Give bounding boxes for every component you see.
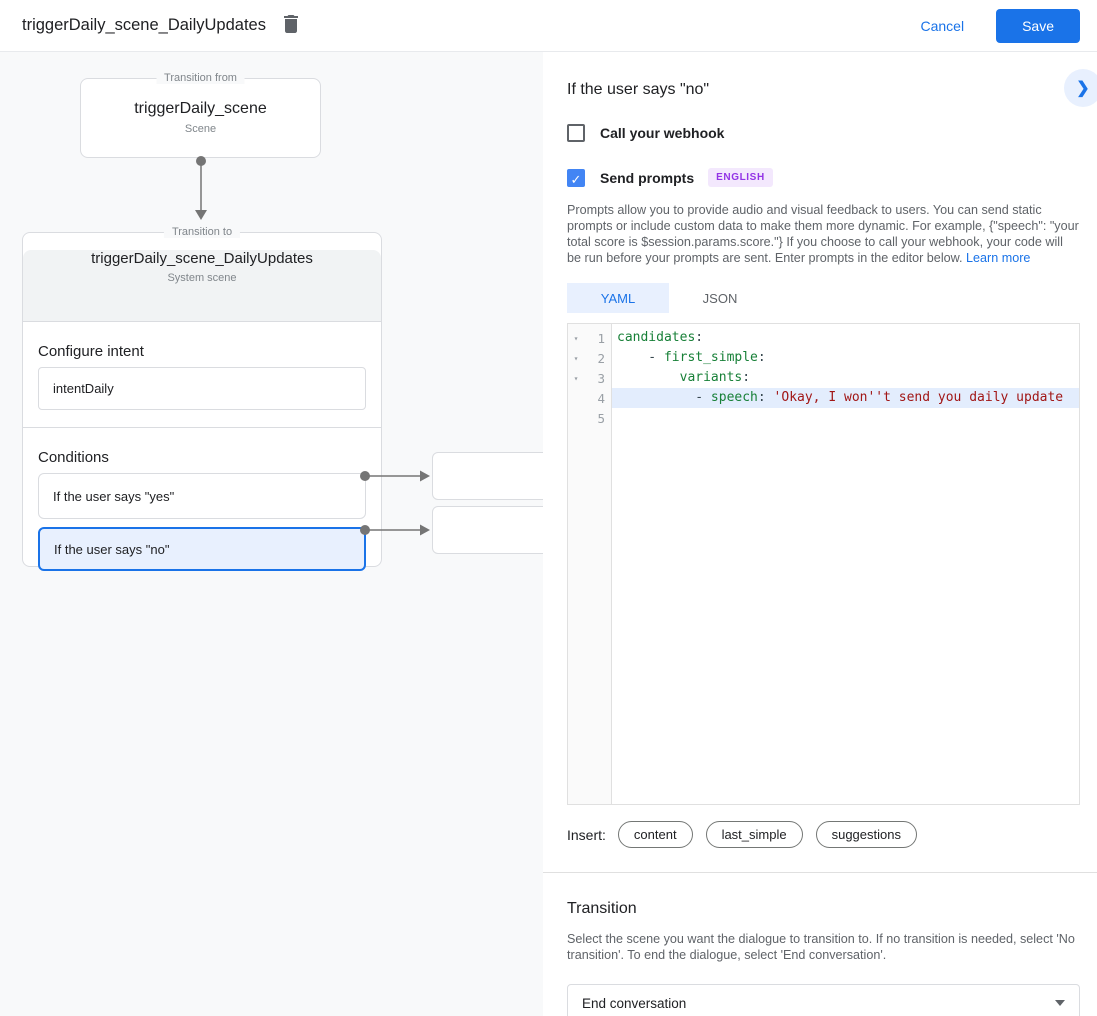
panel-title: If the user says "no"	[567, 81, 710, 98]
insert-chip-last-simple[interactable]: last_simple	[705, 821, 803, 848]
condition-target-node[interactable]	[432, 452, 543, 500]
fold-toggle-icon[interactable]: ▾	[573, 333, 579, 343]
panel-divider	[543, 872, 1097, 873]
transition-heading: Transition	[567, 900, 637, 917]
trash-icon	[283, 15, 298, 33]
code-token: variants	[679, 370, 743, 385]
code-line[interactable]: - speech: 'Okay, I won''t send you daily…	[612, 388, 1079, 408]
code-token	[617, 370, 680, 385]
insert-label: Insert:	[567, 826, 606, 843]
from-scene-subtitle: Scene	[184, 123, 217, 135]
send-prompts-label: Send prompts	[600, 169, 695, 186]
line-number: 2	[597, 350, 605, 366]
gutter-line: ▾1	[568, 328, 611, 348]
code-line[interactable]: variants:	[612, 368, 1079, 388]
transition-from-legend: Transition from	[156, 72, 245, 84]
delete-scene-button[interactable]	[282, 14, 300, 38]
prompts-description: Prompts allow you to provide audio and v…	[567, 202, 1080, 266]
insert-chip-content[interactable]: content	[617, 821, 693, 848]
collapse-panel-button[interactable]: ❯	[1064, 69, 1097, 107]
webhook-checkbox[interactable]	[567, 124, 585, 142]
condition-edit-panel: ❯ If the user says "no" Call your webhoo…	[543, 52, 1097, 1016]
condition-row-yes[interactable]: If the user says "yes"	[38, 473, 366, 519]
transition-to-legend: Transition to	[163, 226, 241, 238]
to-scene-title: triggerDaily_scene_DailyUpdates	[91, 250, 313, 267]
transition-select[interactable]: End conversation	[567, 984, 1080, 1016]
code-token: -	[617, 390, 711, 405]
code-token: candidates	[617, 330, 696, 345]
scene-flow-canvas[interactable]: Transition from triggerDaily_scene Scene…	[0, 52, 543, 1016]
tab-yaml[interactable]: YAML	[567, 283, 669, 313]
send-prompts-row: ✓ Send prompts ENGLISH	[567, 168, 1080, 187]
code-token: :	[695, 330, 704, 345]
dropdown-caret-icon	[1055, 1000, 1065, 1006]
insert-row: Insert: content last_simple suggestions	[567, 821, 1080, 848]
to-scene-body: Configure intent intentDaily Conditions …	[23, 343, 381, 571]
line-number: 3	[597, 370, 605, 386]
line-number: 1	[597, 330, 605, 346]
line-number: 5	[597, 410, 605, 426]
transition-from-card[interactable]: Transition from triggerDaily_scene Scene	[80, 72, 321, 158]
line-number: 4	[597, 390, 605, 406]
prompts-description-text: Prompts allow you to provide audio and v…	[567, 203, 1079, 265]
code-token: :	[757, 390, 774, 405]
code-line[interactable]	[612, 408, 1079, 428]
code-token: first_simple	[663, 350, 758, 365]
top-bar: triggerDaily_scene_DailyUpdates Cancel S…	[0, 0, 1097, 52]
code-token: speech	[710, 390, 758, 405]
code-line[interactable]: - first_simple:	[612, 348, 1079, 368]
to-scene-header: triggerDaily_scene_DailyUpdates System s…	[23, 250, 381, 322]
save-button[interactable]: Save	[996, 8, 1080, 43]
learn-more-link[interactable]: Learn more	[966, 251, 1031, 265]
condition-row-no[interactable]: If the user says "no"	[38, 527, 366, 571]
transition-selected-value: End conversation	[582, 995, 687, 1011]
code-token: 'Okay, I won''t send you daily update	[773, 390, 1064, 405]
webhook-row: Call your webhook	[567, 124, 1080, 142]
from-scene-title: triggerDaily_scene	[134, 100, 267, 117]
editor-code[interactable]: candidates: - first_simple: variants: - …	[612, 324, 1079, 804]
gutter-line: 4	[568, 388, 611, 408]
editor-format-tabs: YAML JSON	[567, 283, 1080, 313]
condition-target-node[interactable]	[432, 506, 543, 554]
cancel-button[interactable]: Cancel	[920, 17, 965, 34]
gutter-line: ▾2	[568, 348, 611, 368]
to-scene-subtitle: System scene	[167, 272, 237, 284]
transition-to-card[interactable]: Transition to triggerDaily_scene_DailyUp…	[22, 226, 382, 571]
gutter-line: 5	[568, 408, 611, 428]
code-token: :	[757, 350, 766, 365]
insert-chip-suggestions[interactable]: suggestions	[815, 821, 917, 848]
conditions-label: Conditions	[38, 449, 109, 466]
fold-toggle-icon[interactable]: ▾	[573, 353, 579, 363]
gutter-line: ▾3	[568, 368, 611, 388]
language-badge: ENGLISH	[708, 168, 773, 187]
send-prompts-checkbox[interactable]: ✓	[567, 168, 585, 187]
code-line[interactable]: candidates:	[612, 328, 1079, 348]
fold-toggle-icon[interactable]: ▾	[573, 373, 579, 383]
configure-intent-label: Configure intent	[38, 343, 144, 360]
section-divider	[23, 427, 381, 428]
tab-json[interactable]: JSON	[702, 290, 738, 306]
page-title: triggerDaily_scene_DailyUpdates	[22, 16, 266, 34]
webhook-label: Call your webhook	[600, 125, 725, 141]
chevron-right-icon: ❯	[1076, 80, 1090, 97]
transition-description: Select the scene you want the dialogue t…	[567, 932, 1075, 962]
intent-field[interactable]: intentDaily	[38, 367, 366, 410]
code-token: -	[617, 350, 664, 365]
code-token: :	[742, 370, 751, 385]
